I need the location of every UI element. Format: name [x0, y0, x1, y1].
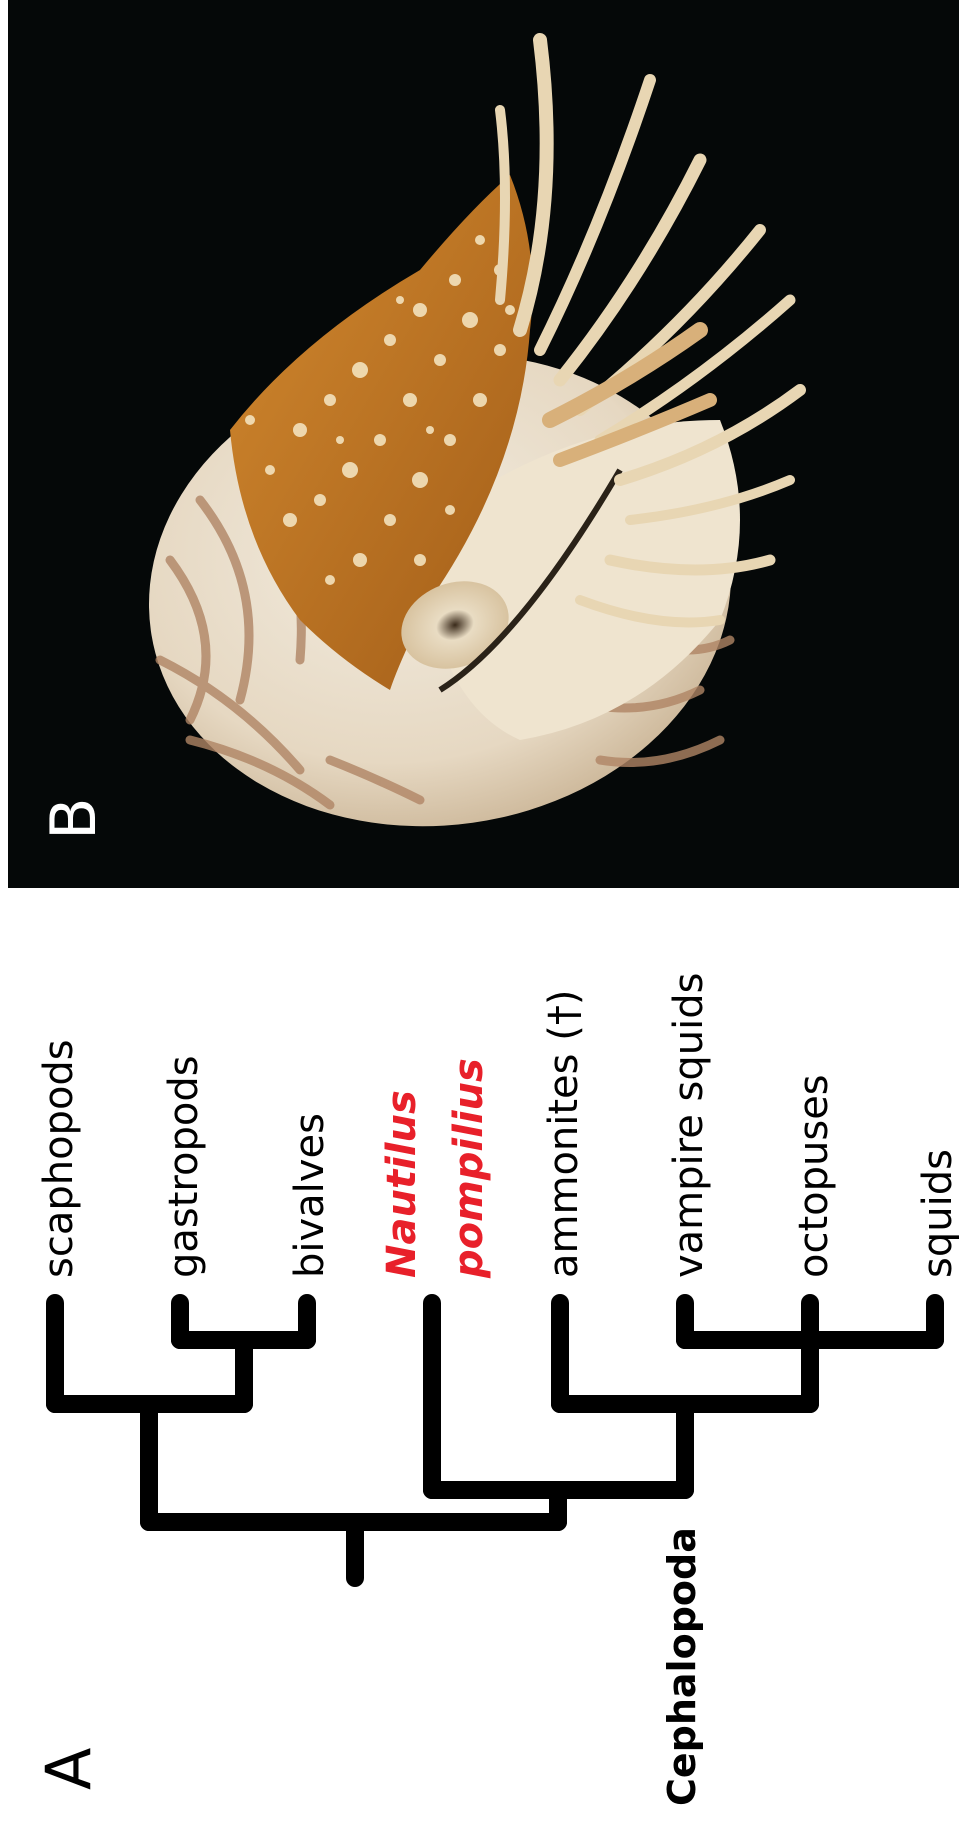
taxon-octopuses: octopuses — [791, 1074, 837, 1278]
cladogram — [55, 1303, 935, 1578]
panel-b-label: B — [37, 797, 110, 840]
taxon-squids: squids — [915, 1149, 959, 1278]
taxon-nautilus-line1: Nautilus — [379, 1090, 425, 1278]
taxon-bivalves: bivalves — [287, 1113, 333, 1278]
panel-b: B — [8, 0, 959, 888]
panel-a: A — [32, 973, 959, 1806]
panel-a-label: A — [32, 1748, 105, 1790]
taxon-vampire-squids: vampire squids — [666, 973, 712, 1278]
clade-label-cephalopoda: Cephalopoda — [660, 1527, 704, 1806]
taxon-gastropods: gastropods — [161, 1055, 207, 1278]
taxon-ammonites: ammonites (†) — [541, 990, 587, 1278]
taxon-nautilus-line2: pompilius — [446, 1058, 492, 1279]
taxon-scaphopods: scaphopods — [36, 1039, 82, 1278]
